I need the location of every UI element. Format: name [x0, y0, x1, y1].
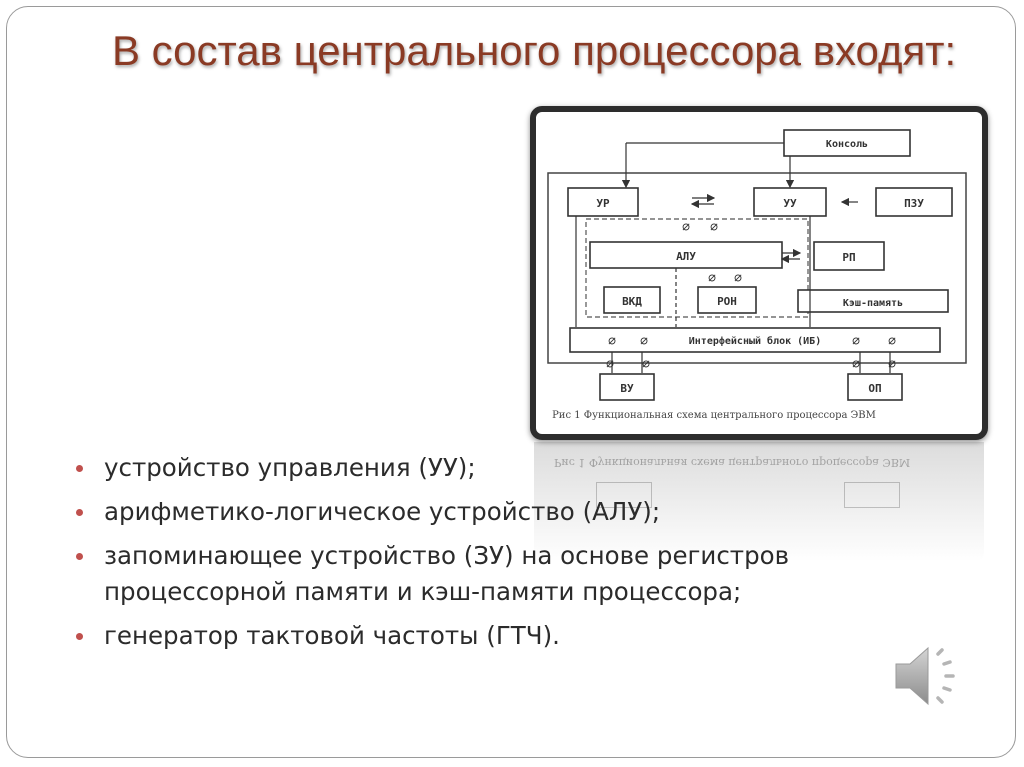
op-label: ОП	[868, 382, 881, 395]
bullet-dot	[76, 509, 83, 516]
svg-text:∅: ∅	[642, 357, 650, 372]
bullet-item-gtch: генератор тактовой частоты (ГТЧ).	[76, 618, 936, 654]
cpu-diagram: Консоль УР УУ ПЗУ АЛУ РП ВКД РОН	[547, 129, 967, 421]
rp-block	[813, 241, 885, 271]
pzu-block	[875, 187, 953, 217]
rp-label: РП	[842, 251, 855, 264]
slide-title: В состав центрального процессора входят:	[112, 27, 957, 74]
cache-block	[797, 289, 949, 313]
bullet-text: устройство управления (УУ);	[104, 453, 476, 482]
svg-text:∅: ∅	[710, 220, 718, 235]
ron-label: РОН	[717, 295, 737, 308]
vu-block	[599, 373, 655, 401]
bullet-dot	[76, 465, 83, 472]
bullet-text: арифметико-логическое устройство (АЛУ);	[104, 497, 661, 526]
uu-label: УУ	[783, 197, 797, 210]
bus-markers: ∅ ∅ ∅ ∅ ∅ ∅ ∅ ∅ ∅ ∅ ∅ ∅	[606, 220, 896, 372]
svg-text:∅: ∅	[608, 334, 616, 349]
speaker-icon[interactable]	[892, 640, 964, 712]
svg-text:∅: ∅	[640, 334, 648, 349]
diagram-caption: Рис 1 Функциональная схема центрального …	[552, 410, 876, 421]
vu-label: ВУ	[620, 382, 634, 395]
svg-text:∅: ∅	[888, 334, 896, 349]
alu-block	[589, 241, 783, 269]
console-label: Консоль	[826, 139, 868, 150]
svg-text:∅: ∅	[852, 334, 860, 349]
alu-label: АЛУ	[676, 250, 696, 263]
vkd-label: ВКД	[622, 295, 642, 308]
cache-label: Кэш-память	[843, 298, 903, 309]
pzu-label: ПЗУ	[904, 197, 924, 210]
ron-block	[697, 286, 757, 314]
cpu-boundary	[547, 172, 967, 364]
bullet-list: устройство управления (УУ); арифметико-л…	[76, 450, 936, 662]
bullet-item-uu: устройство управления (УУ);	[76, 450, 936, 486]
console-block	[783, 129, 911, 157]
cpu-diagram-panel: Консоль УР УУ ПЗУ АЛУ РП ВКД РОН	[530, 106, 988, 440]
diagram-connectors	[575, 142, 891, 373]
bullet-dot	[76, 633, 83, 640]
diagram-reflection: Рис 1 Функциональная схема центрального …	[534, 442, 984, 562]
svg-text:∅: ∅	[888, 357, 896, 372]
op-block	[847, 373, 903, 401]
interface-label: Интерфейсный блок (ИБ)	[689, 335, 821, 347]
svg-text:∅: ∅	[734, 271, 742, 286]
interface-block	[569, 327, 941, 353]
bullet-item-zu: запоминающее устройство (ЗУ) на основе р…	[76, 538, 936, 610]
bullet-text: запоминающее устройство (ЗУ) на основе р…	[104, 541, 790, 606]
svg-text:∅: ∅	[708, 271, 716, 286]
svg-text:∅: ∅	[852, 357, 860, 372]
bullet-text: генератор тактовой частоты (ГТЧ).	[104, 621, 560, 650]
bullet-dot	[76, 553, 83, 560]
svg-text:∅: ∅	[682, 220, 690, 235]
vkd-block	[603, 286, 661, 314]
ur-label: УР	[596, 197, 610, 210]
svg-text:∅: ∅	[606, 357, 614, 372]
bullet-item-alu: арифметико-логическое устройство (АЛУ);	[76, 494, 936, 530]
ur-block	[567, 187, 639, 217]
